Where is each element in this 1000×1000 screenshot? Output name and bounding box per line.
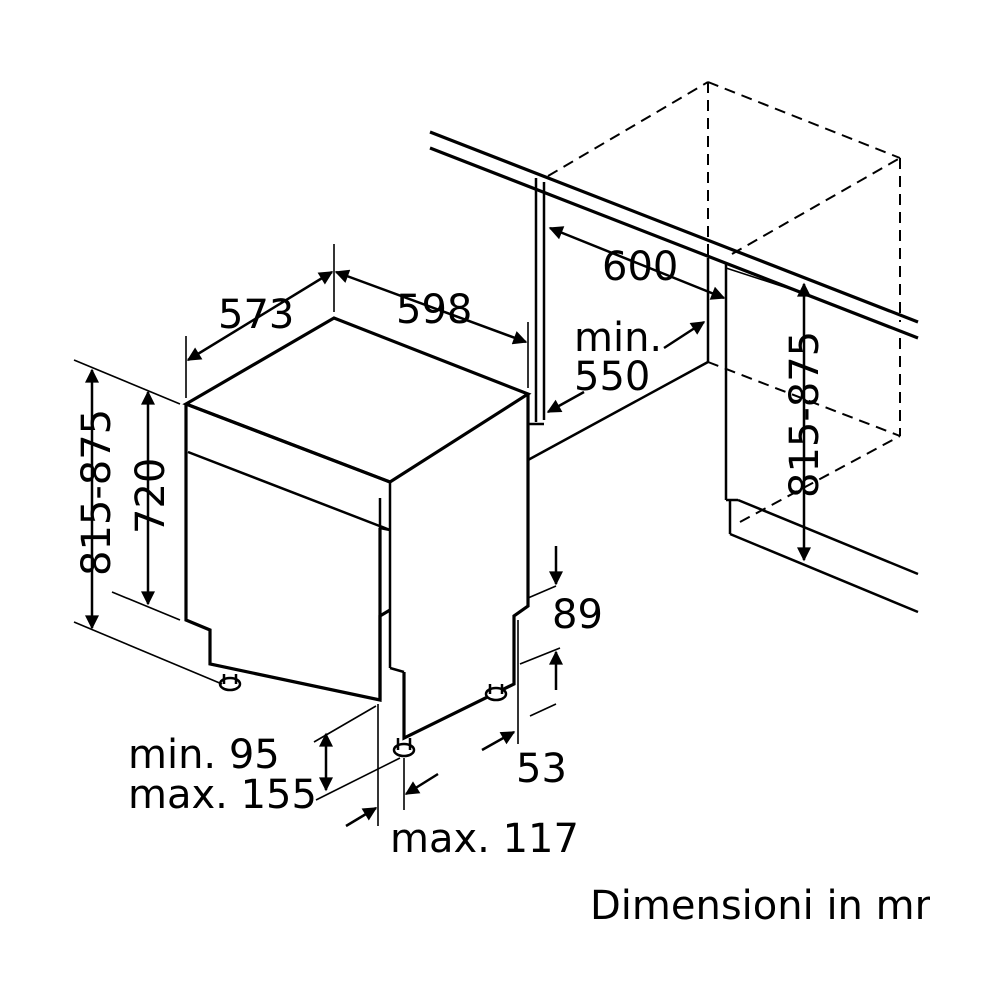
depth-label: 573 xyxy=(218,292,294,338)
total-height-label: 815-875 xyxy=(74,409,120,576)
dishwasher-body xyxy=(182,316,532,758)
foot-depth-arrow-right xyxy=(404,772,439,796)
niche-cabinet xyxy=(429,81,919,614)
units-caption: Dimensioni in mm xyxy=(590,883,930,929)
niche-height-label: 815-875 xyxy=(782,331,828,498)
foot-height-max-label: max. 155 xyxy=(128,772,317,818)
body-height-label: 720 xyxy=(128,458,174,534)
niche-depth-arrow-lower xyxy=(546,390,585,414)
plinth-offset-arrow xyxy=(481,730,516,752)
niche-depth-value-label: 550 xyxy=(574,354,650,400)
niche-depth-arrow-upper xyxy=(663,320,706,350)
depth-arrow xyxy=(186,270,334,362)
niche-width-arrow xyxy=(548,226,726,300)
niche-depth-min-label: min. xyxy=(574,315,662,361)
plinth-offset-label: 53 xyxy=(516,746,567,792)
caption-clip: Dimensioni in mm xyxy=(590,878,930,938)
width-arrow xyxy=(334,269,528,345)
niche-width-label: 600 xyxy=(602,244,678,290)
width-label: 598 xyxy=(396,287,472,333)
foot-depth-arrow-left xyxy=(345,806,378,828)
foot-depth-max-label: max. 117 xyxy=(390,816,579,862)
plinth-height-label: 89 xyxy=(552,592,603,638)
foot-height-min-label: min. 95 xyxy=(128,732,280,778)
